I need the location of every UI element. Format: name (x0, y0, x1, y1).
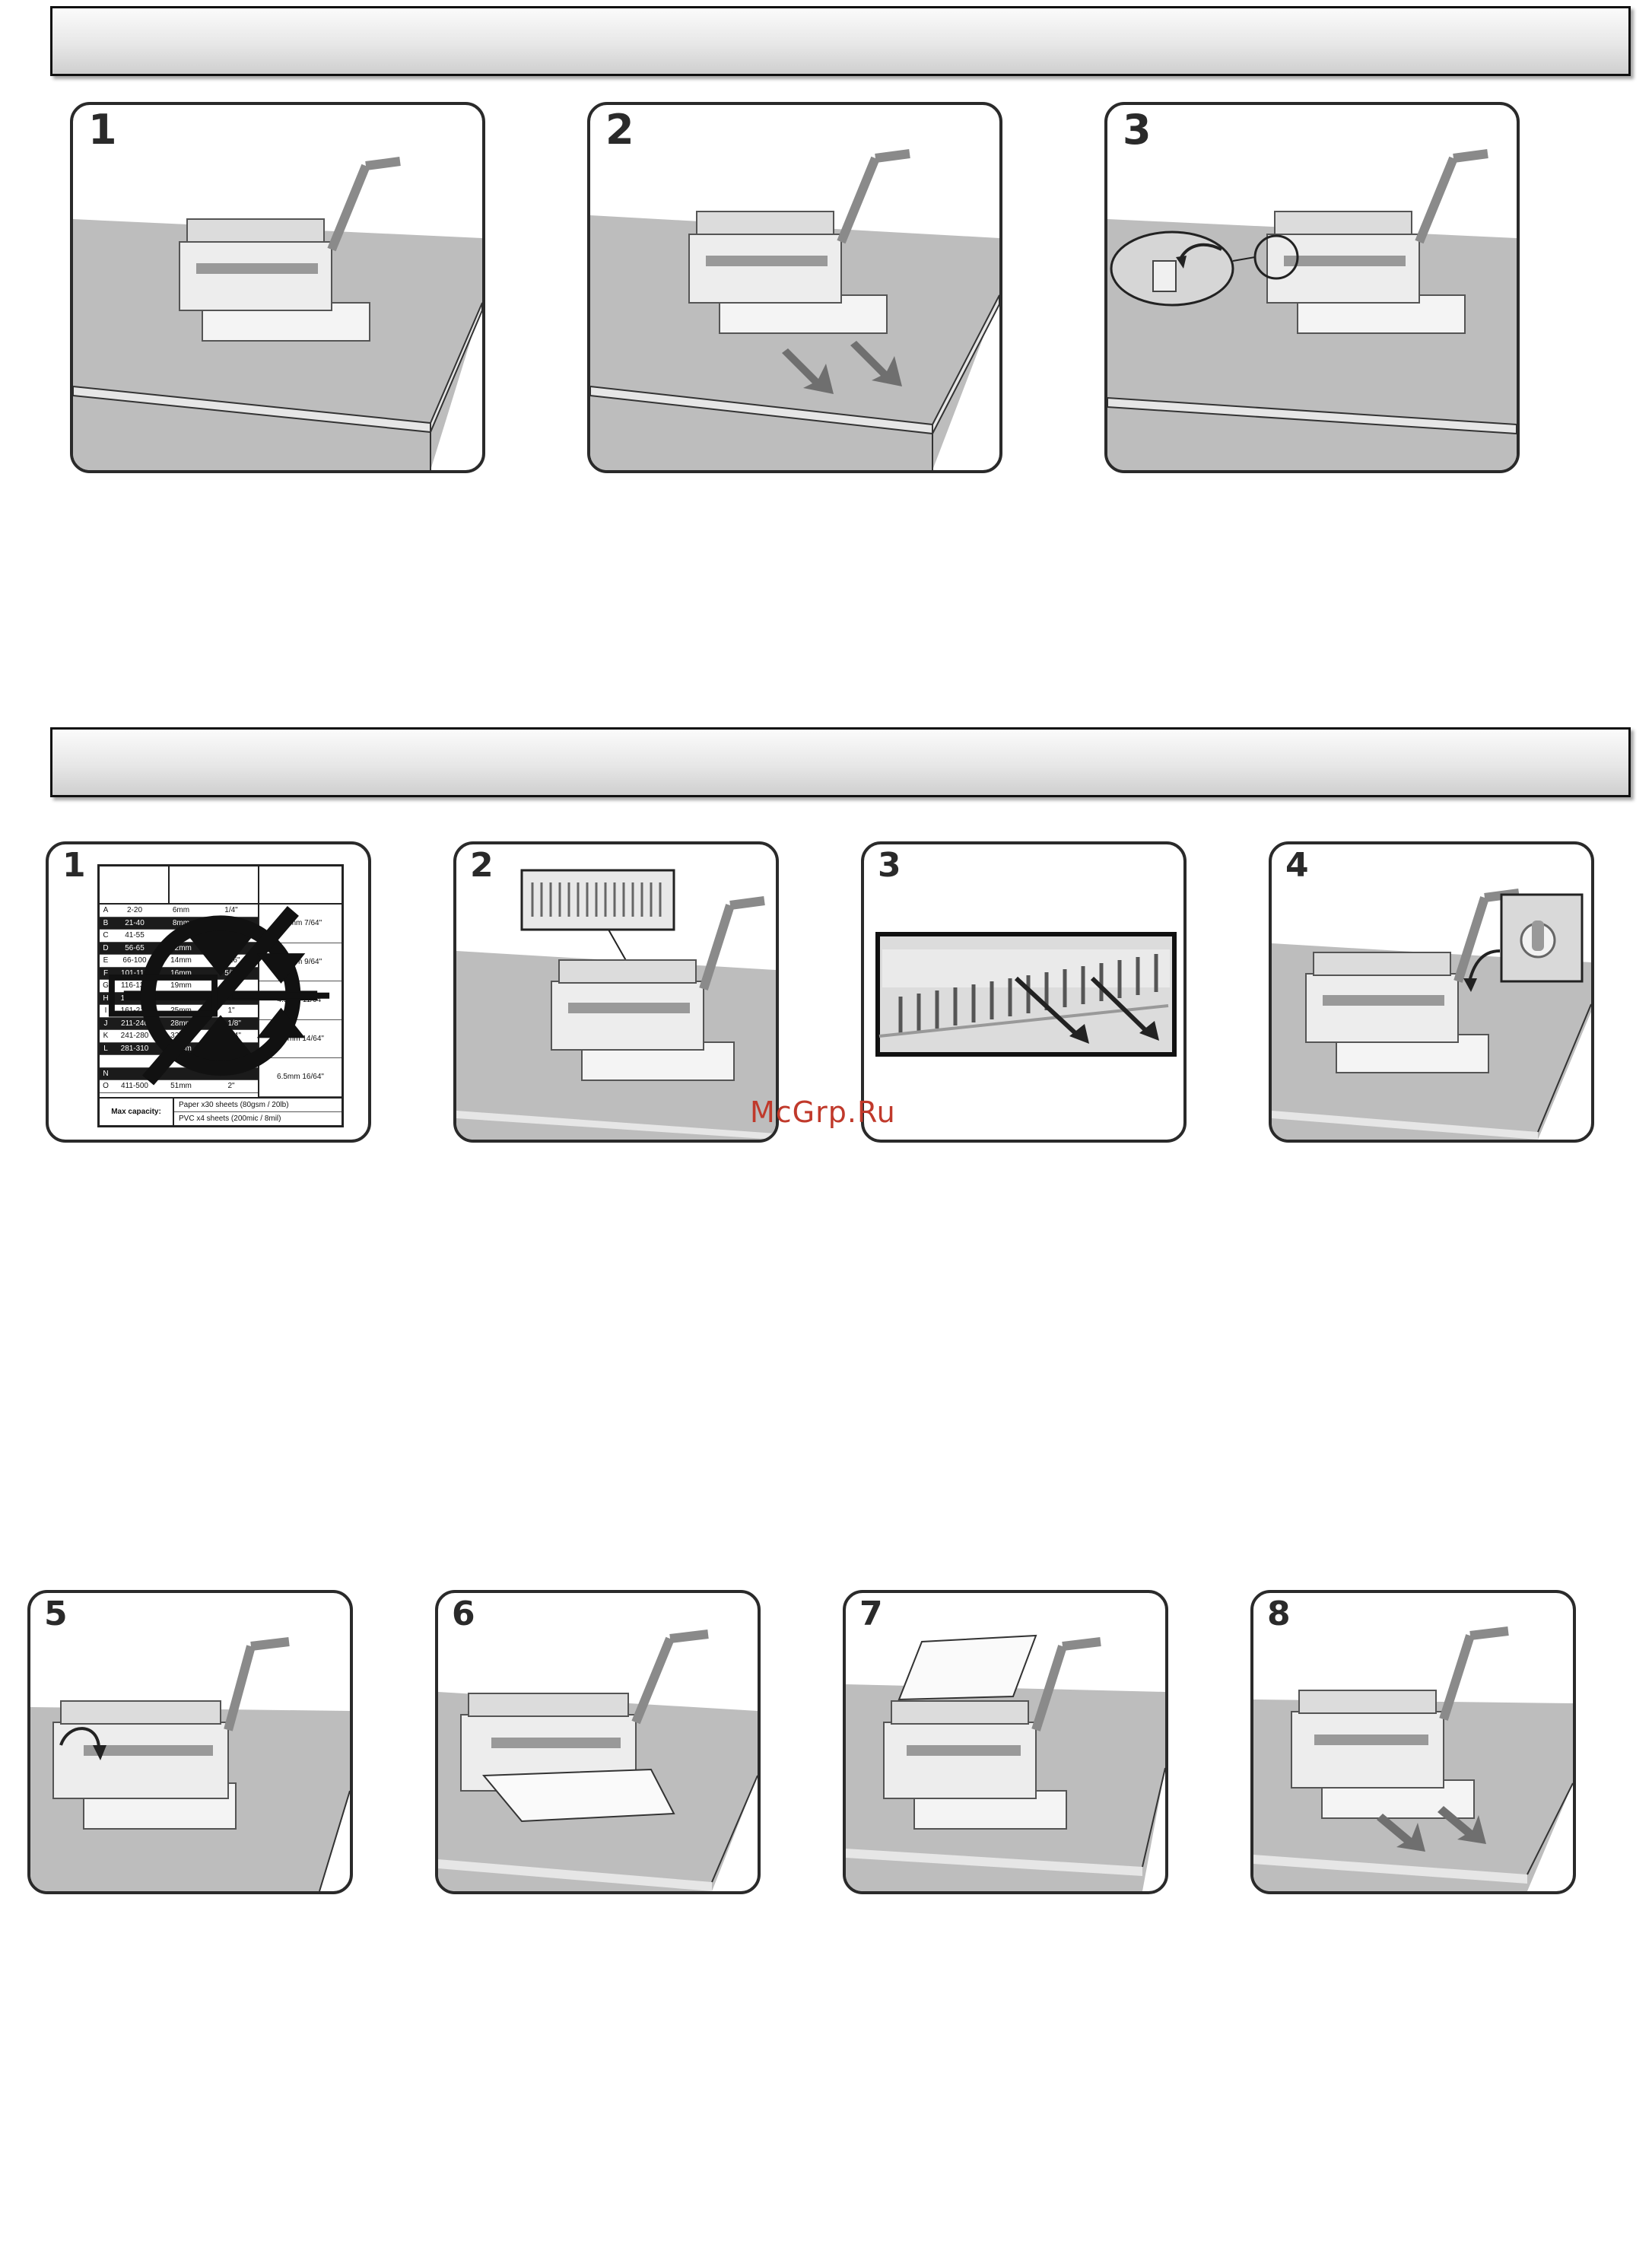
insert-paper-illustration (438, 1630, 758, 1891)
pitch-cell: 3.5mm 9/64" (259, 943, 342, 981)
pull-drawer-illustration (590, 149, 999, 470)
pitch-cell: 6.5mm 16/64" (259, 1058, 342, 1097)
size-cell-mm: 25mm (170, 1006, 192, 1015)
comb-on-machine-illustration (456, 869, 776, 1140)
size-cell-sheets: 56-65 (125, 943, 145, 952)
size-row: I 161-210 25mm 1" (100, 1005, 258, 1018)
step-panel-b5: 5 (27, 1590, 353, 1894)
size-cell-sheets: 411-500 (121, 1082, 148, 1090)
size-cell-sheets: 41-55 (125, 931, 145, 940)
size-row: A 2-20 6mm 1/4" (100, 905, 258, 917)
size-row: O 411-500 51mm 2" (100, 1080, 258, 1093)
size-cell-mm: 12mm (170, 943, 192, 952)
section-header-bar-2 (50, 727, 1631, 797)
section-header-bar-1 (50, 6, 1631, 76)
lever-detail-illustration (1107, 149, 1517, 470)
step-number: 2 (605, 106, 634, 154)
size-cell-code: L (103, 1044, 108, 1053)
remove-document-illustration (1253, 1626, 1573, 1891)
pitch-cell: 5.5mm 14/64" (259, 1020, 342, 1058)
capacity-pvc: PVC x4 sheets (200mic / 8mil) (179, 1114, 281, 1123)
step-panel-b3: 3 (861, 841, 1187, 1143)
step-panel-a3: 3 (1104, 102, 1520, 473)
comb-size-table: A2-206mm1/4"B21-408mm5/16"C41-5510mm3/8"… (97, 864, 344, 1127)
size-cell-code: C (103, 931, 109, 940)
size-cell-sheets: 241-280 (120, 1032, 149, 1040)
max-capacity-label: Max capacity: (100, 1098, 174, 1125)
size-row (100, 1055, 258, 1068)
size-cell-mm: 14mm (170, 956, 192, 965)
size-cell-code: N (103, 1069, 109, 1078)
size-cell-inch: 1" (227, 1006, 235, 1015)
step-number: 1 (88, 106, 117, 154)
binding-machine-illustration (73, 157, 482, 470)
size-cell-sheets: 211-240 (121, 1019, 148, 1028)
step-number: 5 (44, 1595, 68, 1633)
step-panel-b7: 7 (843, 1590, 1168, 1894)
step-number: 4 (1285, 846, 1309, 885)
capacity-paper: Paper x30 sheets (80gsm / 20lb) (174, 1099, 342, 1112)
size-cell-sheets: 21-40 (125, 918, 145, 927)
step-number: 7 (859, 1595, 883, 1633)
step-panel-b1: 1 A2-206mm1/4"B21-408mm5/16"C41-5510mm3/… (46, 841, 371, 1143)
pitch-icon (108, 866, 342, 1038)
size-cell-code: D (103, 943, 109, 952)
size-cell-mm: 6mm (172, 906, 190, 914)
step-panel-b2: 2 (453, 841, 779, 1143)
step-number: 6 (452, 1595, 475, 1633)
step-number: 8 (1267, 1595, 1291, 1633)
step-number: 3 (1123, 106, 1152, 154)
size-cell-code: B (103, 918, 109, 927)
size-cell-code: H (103, 994, 109, 1003)
size-cell-inch: 1 1/8" (221, 1019, 241, 1028)
size-cell-mm: 16mm (170, 968, 192, 978)
step-panel-b8: 8 (1250, 1590, 1576, 1894)
size-cell-inch: 1/4" (224, 906, 238, 914)
size-cell-sheets: 161-210 (120, 1006, 149, 1015)
step-number: 1 (62, 846, 86, 885)
size-cell-code: A (103, 906, 109, 914)
size-cell-code: I (104, 1006, 107, 1015)
size-cell-code: F (103, 968, 109, 978)
size-cell-sheets: 66-100 (122, 956, 147, 965)
size-cell-code: G (103, 981, 109, 990)
watermark: McGrp.Ru (750, 1095, 896, 1129)
open-comb-illustration (875, 932, 1177, 1057)
size-cell-sheets: 2-20 (126, 906, 142, 914)
size-cell-inch: 2" (227, 1082, 235, 1090)
adjust-knob-illustration (1272, 889, 1591, 1140)
size-cell-code: O (103, 1082, 109, 1090)
size-cell-mm: 28mm (170, 1019, 192, 1028)
size-cell-sheets: 281-310 (120, 1044, 149, 1053)
step-number: 2 (470, 846, 494, 885)
step-number: 3 (878, 846, 901, 885)
size-cell-code: K (103, 1032, 109, 1040)
size-cell-sheets: 101-115 (121, 968, 148, 978)
size-cell-sheets: 116-135 (121, 981, 148, 990)
size-cell-code: E (103, 956, 109, 965)
step-panel-b6: 6 (435, 1590, 761, 1894)
size-cell-code: J (103, 1019, 108, 1028)
pitch-cell: 2.5mm 7/64" (259, 905, 342, 943)
size-cell-mm: 8mm (172, 918, 190, 927)
step-panel-a2: 2 (587, 102, 1002, 473)
size-cell-mm: 51mm (170, 1082, 192, 1090)
rotate-lever-illustration (30, 1637, 350, 1891)
step-panel-a1: 1 (70, 102, 485, 473)
step-panel-b4: 4 (1269, 841, 1594, 1143)
size-cell-mm: 19mm (170, 981, 192, 990)
place-paper-illustration (846, 1634, 1165, 1891)
